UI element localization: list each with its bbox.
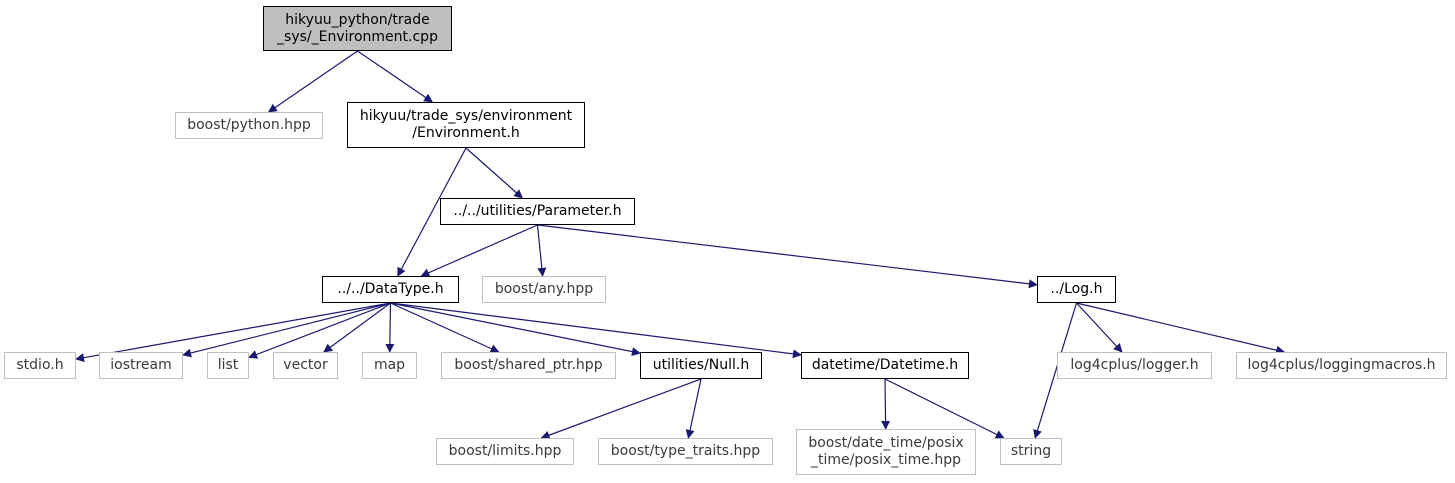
- edge-parameter_h-to-boost_any: [536, 224, 547, 277]
- node-log4cplus-loggingmacros-h: log4cplus/loggingmacros.h: [1236, 352, 1447, 379]
- edge-datatype_h-to-datetime_h: [390, 302, 802, 359]
- edge-root-to-boost_python: [267, 50, 358, 113]
- edge-datatype_h-to-vector: [323, 302, 391, 353]
- node-line: log4cplus/logger.h: [1070, 357, 1199, 373]
- edge-log_h-to-string: [1033, 302, 1078, 439]
- edge-datatype_h-to-map: [385, 302, 395, 353]
- edge-environment_h-to-parameter_h: [465, 147, 523, 199]
- node-line: hikyuu_python/trade: [285, 11, 430, 28]
- node-line: ../../DataType.h: [337, 281, 444, 297]
- node-boost-any-hpp: boost/any.hpp: [482, 276, 606, 303]
- node-line: boost/python.hpp: [187, 117, 311, 133]
- node-line: utilities/Null.h: [652, 357, 750, 373]
- edge-datetime_h-to-posix_time: [881, 378, 891, 430]
- node-line: ../../utilities/Parameter.h: [453, 203, 622, 219]
- node-log-h[interactable]: ../Log.h: [1037, 276, 1116, 303]
- node-line: boost/shared_ptr.hpp: [454, 357, 603, 373]
- node-posix-time-hpp: boost/date_time/posix _time/posix_time.h…: [796, 429, 976, 475]
- node-line: ../Log.h: [1050, 281, 1103, 297]
- node-line: _time/posix_time.hpp: [811, 452, 961, 468]
- node-string: string: [1000, 438, 1062, 465]
- node-line: boost/type_traits.hpp: [610, 443, 761, 459]
- node-line: stdio.h: [16, 357, 64, 373]
- node-line: boost/any.hpp: [494, 281, 594, 297]
- node-line: map: [373, 357, 406, 373]
- node-line: _sys/_Environment.cpp: [277, 28, 438, 45]
- node-vector: vector: [273, 352, 338, 379]
- edge-datatype_h-to-iostream: [182, 302, 391, 358]
- node-boost-python-hpp: boost/python.hpp: [175, 112, 323, 139]
- node-parameter-h[interactable]: ../../utilities/Parameter.h: [440, 198, 635, 225]
- node-list: list: [207, 352, 249, 379]
- node-stdio-h: stdio.h: [4, 352, 76, 379]
- node-line: list: [217, 357, 239, 373]
- node-line: vector: [283, 357, 328, 373]
- node-datatype-h[interactable]: ../../DataType.h: [322, 276, 459, 303]
- edge-parameter_h-to-log_h: [537, 224, 1038, 289]
- node-line: /Environment.h: [412, 125, 520, 141]
- edge-log_h-to-log4cplus_logger: [1076, 302, 1123, 353]
- node-line: hikyuu/trade_sys/environment: [359, 108, 573, 124]
- edge-environment_h-to-datatype_h: [397, 147, 467, 277]
- edge-datetime_h-to-string: [884, 378, 1005, 439]
- edge-datatype_h-to-list: [248, 302, 391, 359]
- edge-null_h-to-boost_limits: [540, 378, 702, 440]
- edge-log_h-to-log4cplus_loggingmacros: [1076, 302, 1286, 355]
- node-null-h[interactable]: utilities/Null.h: [640, 352, 762, 379]
- node-line: iostream: [110, 357, 172, 373]
- node-line: log4cplus/loggingmacros.h: [1247, 357, 1436, 373]
- node-line: boost/limits.hpp: [448, 443, 562, 459]
- node-boost-limits-hpp: boost/limits.hpp: [436, 438, 574, 465]
- edge-datatype_h-to-boost_shared_ptr: [390, 302, 500, 353]
- node-boost-type-traits-hpp: boost/type_traits.hpp: [598, 438, 773, 465]
- edge-datatype_h-to-stdio_h: [75, 302, 391, 363]
- node-environment-h[interactable]: hikyuu/trade_sys/environment /Environmen…: [347, 102, 585, 148]
- edge-parameter_h-to-datatype_h: [420, 224, 538, 277]
- node-boost-shared-ptr-hpp: boost/shared_ptr.hpp: [441, 352, 616, 379]
- node-map: map: [362, 352, 417, 379]
- node-iostream: iostream: [99, 352, 183, 379]
- edge-datatype_h-to-null_h: [390, 302, 641, 357]
- edge-root-to-environment_h: [357, 50, 434, 103]
- node-line: boost/date_time/posix: [808, 435, 964, 451]
- node-datetime-h[interactable]: datetime/Datetime.h: [801, 352, 969, 379]
- node-log4cplus-logger-h: log4cplus/logger.h: [1057, 352, 1212, 379]
- node-line: datetime/Datetime.h: [811, 357, 959, 373]
- node-environment-cpp[interactable]: hikyuu_python/trade _sys/_Environment.cp…: [263, 6, 452, 51]
- node-line: string: [1010, 443, 1052, 459]
- edge-null_h-to-boost_type_traits: [685, 378, 702, 439]
